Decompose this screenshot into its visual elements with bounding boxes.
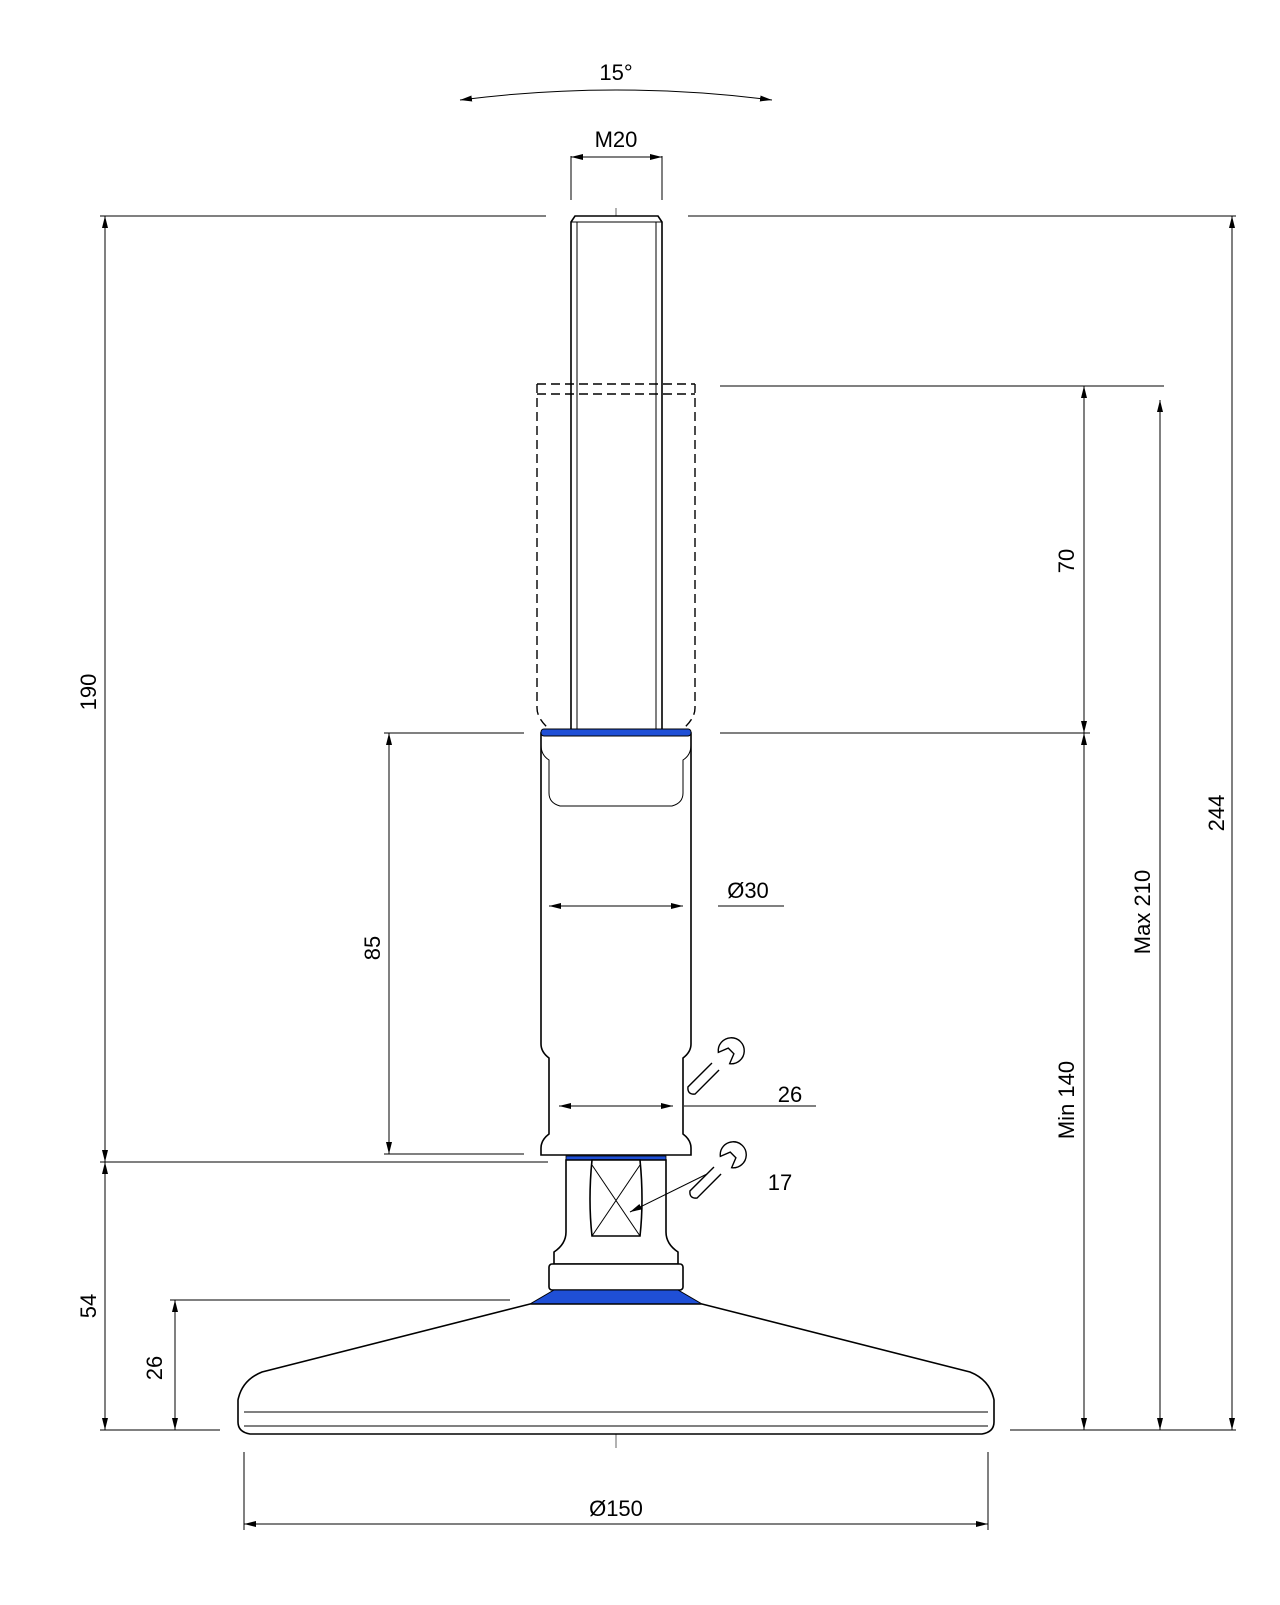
foot-height-label: 26 bbox=[142, 1356, 167, 1380]
wrench-17-leader bbox=[629, 1173, 708, 1213]
body-diameter-label: Ø30 bbox=[727, 878, 769, 903]
base-foot bbox=[237, 1289, 995, 1435]
wrench-17-label: 17 bbox=[768, 1170, 792, 1195]
wrench-icon bbox=[687, 1037, 745, 1095]
base-height-label: 54 bbox=[76, 1294, 101, 1318]
hex-neck bbox=[548, 1155, 684, 1291]
tilt-angle-label: 15° bbox=[599, 60, 632, 85]
body-tube bbox=[540, 728, 692, 1156]
threaded-stem bbox=[570, 215, 663, 731]
extension-lines bbox=[100, 156, 1236, 1530]
wrench-icon bbox=[689, 1141, 747, 1199]
overall-height-label: 244 bbox=[1204, 795, 1229, 832]
dimension-labels: 15° M20 190 54 26 85 70 Min 140 Max 210 … bbox=[76, 60, 1229, 1521]
base-diameter-label: Ø150 bbox=[589, 1496, 643, 1521]
min-height-label: Min 140 bbox=[1054, 1061, 1079, 1139]
max-height-label: Max 210 bbox=[1130, 870, 1155, 954]
stem-height-label: 190 bbox=[76, 674, 101, 711]
tilt-angle-arc bbox=[459, 89, 773, 102]
wrench-26-label: 26 bbox=[778, 1082, 802, 1107]
body-length-label: 85 bbox=[360, 936, 385, 960]
top-seal-ring bbox=[540, 728, 692, 737]
thread-label: M20 bbox=[595, 127, 638, 152]
stroke-label: 70 bbox=[1054, 549, 1079, 573]
dimension-lines bbox=[102, 89, 1235, 1527]
